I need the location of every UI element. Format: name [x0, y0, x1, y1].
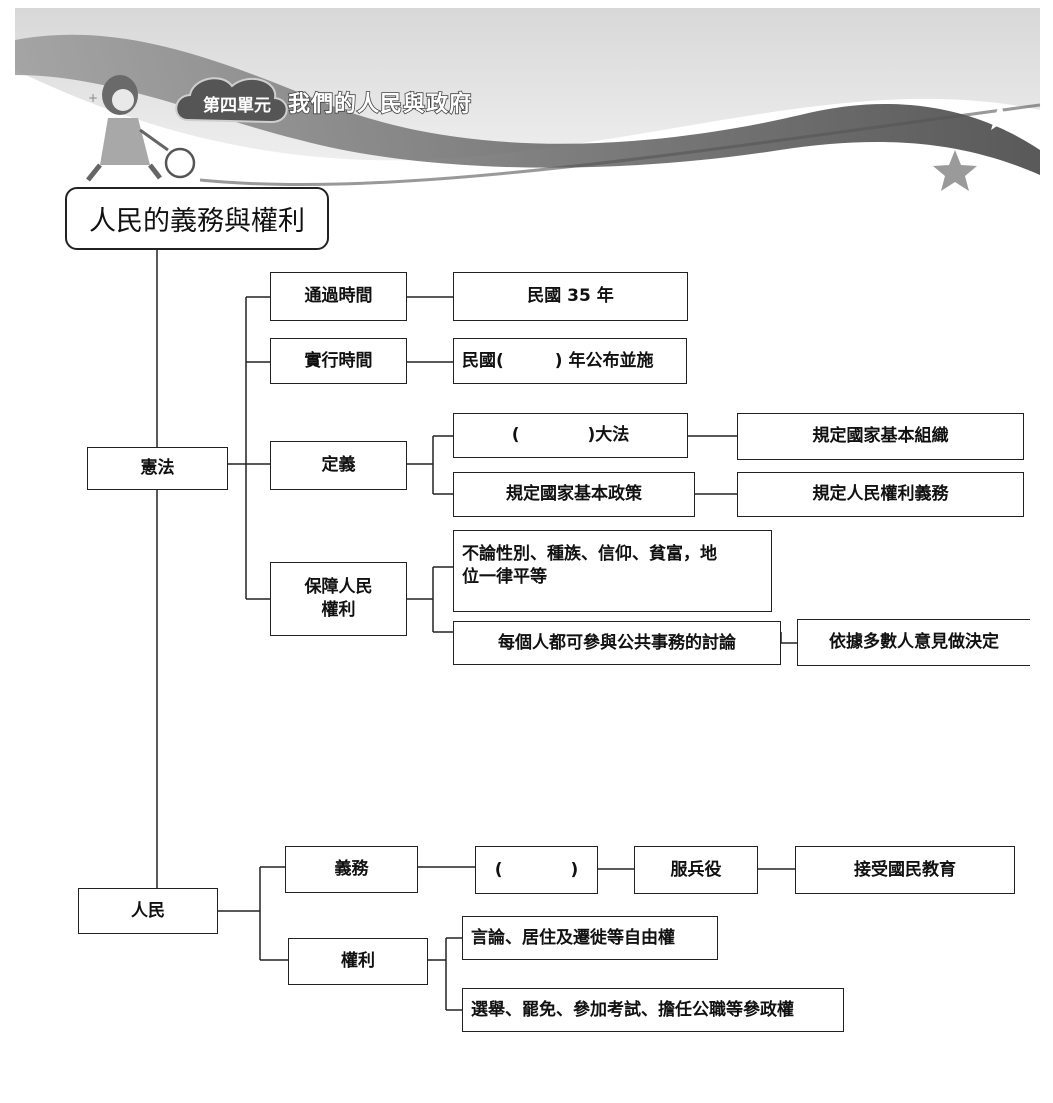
people-node: 人民	[78, 888, 218, 934]
girl-illustration: +	[86, 75, 196, 182]
rights-duties-box: 規定人民權利義務	[737, 472, 1024, 517]
duties-node: 義務	[285, 846, 418, 893]
definition-node: 定義	[270, 441, 407, 490]
unit-banner: +	[15, 8, 1041, 191]
passed-time-node: 通過時間	[270, 272, 407, 321]
unit-label: 第四單元	[203, 96, 271, 116]
effective-time-value: 民國( ) 年公布並施	[453, 338, 687, 384]
svg-text:+: +	[88, 91, 98, 105]
majority-decision-box: 依據多數人意見做決定	[797, 619, 1030, 666]
duty-blank-box: ( )	[475, 846, 598, 894]
state-policy-box: 規定國家基本政策	[453, 472, 695, 517]
rights-node: 權利	[288, 938, 428, 985]
fundamental-law-blank: ( )大法	[453, 413, 688, 458]
military-service-box: 服兵役	[634, 846, 758, 894]
public-affairs-box: 每個人都可參與公共事務的討論	[453, 621, 781, 665]
diagram-title: 人民的義務與權利	[65, 187, 329, 250]
constitution-node: 憲法	[87, 447, 228, 490]
protect-rights-node: 保障人民 權利	[270, 562, 407, 636]
education-box: 接受國民教育	[795, 846, 1015, 894]
star-icon	[986, 103, 1014, 130]
passed-time-value: 民國 35 年	[453, 272, 688, 321]
state-organization-box: 規定國家基本組織	[737, 413, 1024, 460]
effective-time-node: 實行時間	[270, 338, 407, 384]
freedom-rights-box: 言論、居住及遷徙等自由權	[462, 916, 718, 960]
equality-box: 不論性別、種族、信仰、貧富，地 位一律平等	[453, 530, 772, 612]
political-rights-box: 選舉、罷免、參加考試、擔任公職等參政權	[462, 988, 844, 1032]
star-icon	[933, 150, 977, 191]
unit-title: 我們的人民與政府	[287, 91, 473, 118]
cloud-badge	[175, 77, 288, 124]
